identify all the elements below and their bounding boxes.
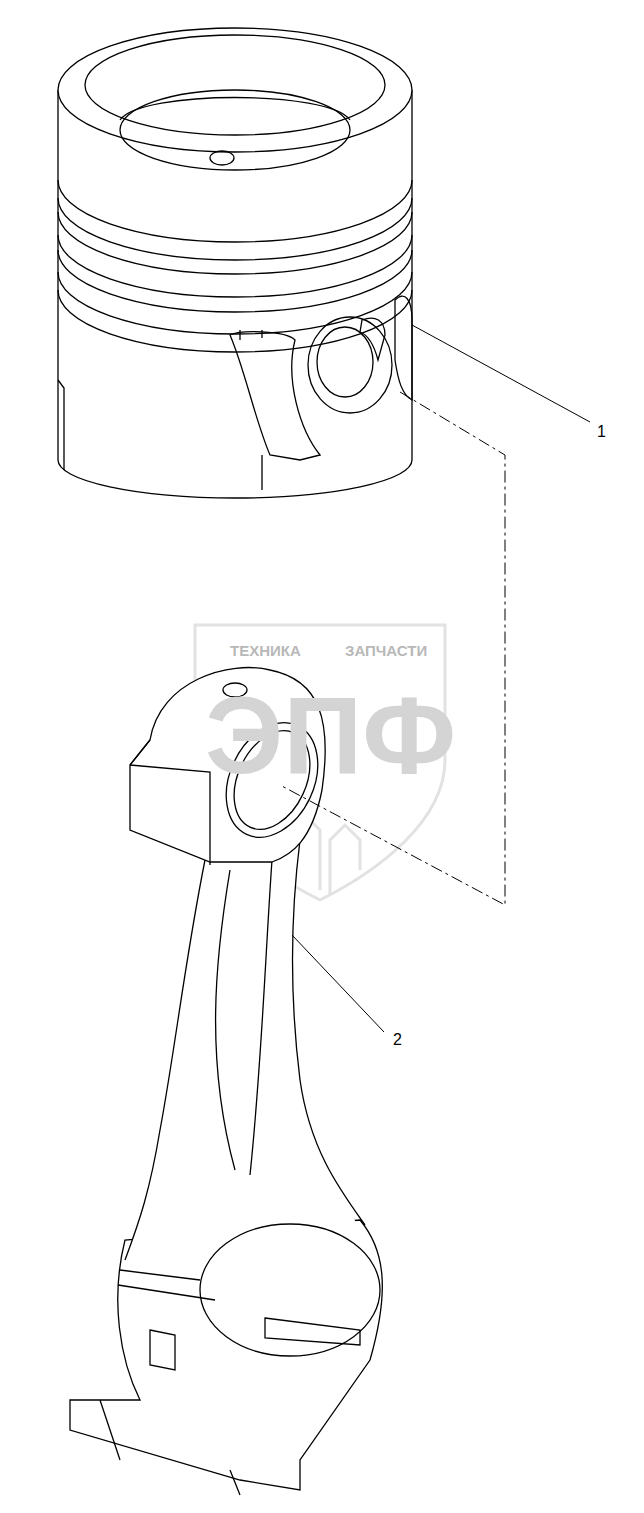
piston-drawing	[58, 28, 412, 498]
callout-number: 2	[393, 1032, 402, 1048]
watermark-text: ЗАПЧАСТИ	[345, 643, 427, 658]
leader-line	[292, 325, 590, 1032]
watermark-text: ТЕХНИКА	[230, 643, 301, 658]
assembly-axis-line	[280, 392, 505, 905]
callout-number: 1	[597, 424, 606, 440]
watermark-text: ЭПФ	[205, 680, 456, 790]
connecting-rod-drawing	[70, 668, 382, 1495]
